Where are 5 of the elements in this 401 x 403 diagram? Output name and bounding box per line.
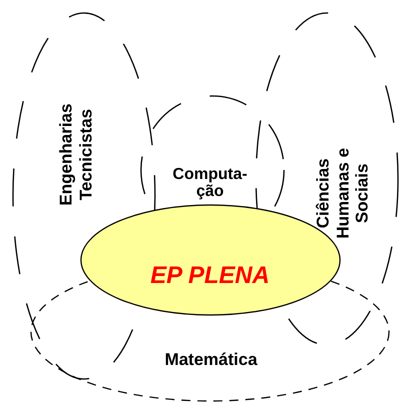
ellipse-label: EP PLENA	[149, 262, 271, 290]
ellipse-label: Ciências Humanas e Sociais	[314, 146, 372, 241]
ellipse-label: Engenharias Tecnicistas	[56, 102, 96, 208]
ellipse-label: Computa- ção	[172, 167, 248, 201]
ellipse-label: Matemática	[164, 350, 258, 370]
